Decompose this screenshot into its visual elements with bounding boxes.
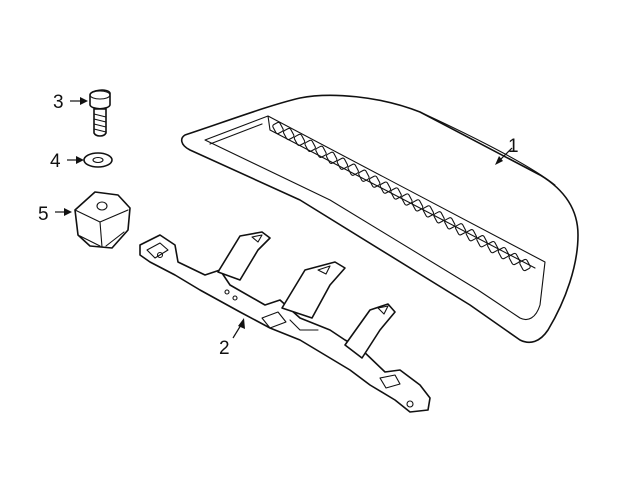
lamp-led-cells: [272, 121, 531, 272]
callout-4: 4: [50, 151, 84, 172]
lamp-led-cell: [454, 223, 467, 236]
lamp-led-cell: [411, 199, 424, 212]
part-3-bolt: [89, 89, 111, 137]
lamp-led-cell: [508, 252, 521, 266]
lamp-led-cell: [497, 246, 510, 260]
lamp-led-cell: [487, 240, 499, 254]
lamp-led-cell: [347, 163, 359, 176]
part-5-grommet-nut: [74, 191, 131, 249]
lamp-led-cell: [379, 181, 392, 194]
lamp-led-cell: [368, 175, 381, 188]
callout-2: 2: [219, 318, 245, 359]
callout-4-label: 4: [50, 151, 61, 172]
lamp-led-cell: [390, 187, 402, 200]
callout-1: 1: [495, 136, 519, 165]
callout-5: 5: [38, 204, 72, 225]
part-4-washer: [83, 152, 113, 168]
lamp-led-cell: [444, 217, 456, 230]
lamp-led-cell: [433, 211, 445, 224]
lamp-led-cell: [476, 235, 488, 248]
lamp-led-cell: [465, 229, 478, 242]
callout-1-label: 1: [508, 136, 519, 157]
lamp-led-cell: [325, 151, 338, 164]
part-1-brake-lamp: [180, 94, 579, 344]
callout-2-label: 2: [219, 338, 230, 359]
lamp-led-cell: [358, 169, 370, 182]
part-2-bracket: [139, 231, 431, 413]
lamp-led-cell: [422, 205, 435, 218]
lamp-led-cell: [336, 157, 349, 170]
callout-5-label: 5: [38, 204, 49, 225]
lamp-led-cell: [282, 127, 295, 141]
lamp-led-cell: [401, 193, 413, 206]
lamp-led-cell: [519, 258, 531, 272]
lamp-led-cell: [293, 133, 306, 147]
lamp-led-cell: [304, 139, 316, 153]
callout-3: 3: [53, 92, 88, 113]
lamp-led-cell: [315, 145, 327, 158]
lamp-led-cell: [272, 121, 284, 135]
callout-3-label: 3: [53, 92, 64, 113]
